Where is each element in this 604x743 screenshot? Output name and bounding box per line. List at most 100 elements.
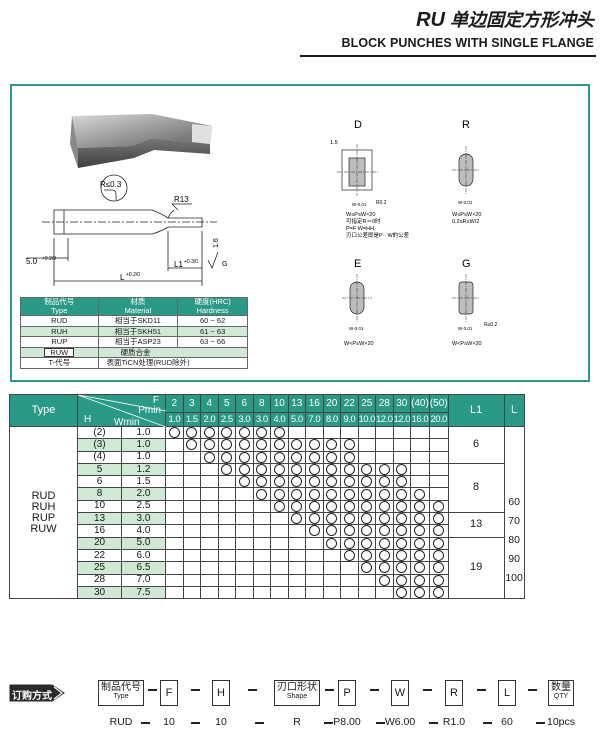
available-cell [200, 438, 219, 452]
available-cell [182, 438, 201, 452]
h-value: 8 [77, 487, 122, 501]
mat-row: RUH 相当于SKH51 61 ~ 63 [20, 325, 248, 337]
order-example-value: 60 [501, 716, 513, 728]
dim-l1: L1 [174, 260, 183, 269]
available-circle-icon [361, 537, 373, 549]
wmin-value: 2.5 [121, 499, 166, 514]
pmin-value-header: 16.0 [410, 412, 430, 427]
available-circle-icon [221, 439, 233, 451]
available-circle-icon [273, 463, 285, 475]
available-cell [287, 462, 306, 477]
order-example-value: P8.00 [333, 716, 361, 728]
dim-flange-tol: +0.2/0 [42, 256, 56, 262]
empty-cell [200, 548, 219, 563]
wmin-value: 1.0 [121, 425, 166, 440]
available-circle-icon [361, 525, 373, 537]
available-cell [392, 475, 411, 489]
l-value: 60 [508, 496, 520, 508]
available-cell [392, 585, 411, 600]
available-cell [252, 462, 271, 477]
available-circle-icon [308, 451, 320, 463]
available-cell [217, 425, 236, 440]
l-value: 80 [508, 534, 520, 546]
available-circle-icon [256, 476, 268, 488]
f-value-header: 30 [392, 393, 411, 414]
available-cell [322, 512, 341, 526]
roughness-mark: 1.6 [213, 238, 220, 248]
available-cell [392, 487, 411, 501]
available-circle-icon [291, 451, 303, 463]
order-tag-label: 订购方式 [12, 691, 52, 702]
available-circle-icon [326, 488, 338, 500]
empty-cell [235, 512, 254, 526]
available-cell [340, 438, 359, 452]
h-value: 10 [77, 499, 122, 514]
empty-cell [165, 438, 184, 452]
pmin-value-header: 1.5 [182, 412, 201, 427]
empty-cell [305, 536, 324, 550]
available-cell [357, 561, 376, 575]
available-cell [287, 475, 306, 489]
wmin-value: 1.0 [121, 450, 166, 464]
wmin-value: 1.2 [121, 462, 166, 477]
available-circle-icon [343, 525, 355, 537]
available-cell [217, 438, 236, 452]
order-example-separator [429, 722, 438, 724]
order-example-separator [536, 722, 545, 724]
available-circle-icon [378, 537, 390, 549]
empty-cell [182, 536, 201, 550]
l1-value: 13 [447, 512, 505, 538]
svg-text:W≤P≤W×20: W≤P≤W×20 [452, 212, 481, 218]
available-circle-icon [378, 562, 390, 574]
empty-cell [340, 425, 359, 440]
order-separator [369, 689, 379, 691]
available-cell [340, 548, 359, 563]
available-cell [375, 573, 394, 587]
empty-cell [252, 548, 271, 563]
order-field-box: L [498, 680, 516, 706]
shape-diagrams: D 1.5 R0.2 W-0.01 W≤P≤W×20 可指定R＝0时 P=F W… [330, 119, 498, 347]
empty-cell [287, 524, 306, 538]
svg-text:W≤P≤W×20: W≤P≤W×20 [346, 212, 375, 218]
available-cell [428, 585, 449, 600]
f-value-header: 22 [340, 393, 359, 414]
available-cell [375, 499, 394, 514]
available-cell [235, 462, 254, 477]
available-cell [252, 438, 271, 452]
available-cell [322, 536, 341, 550]
order-separator [191, 689, 200, 691]
available-cell [322, 487, 341, 501]
detail-circle [100, 174, 128, 202]
available-circle-icon [361, 476, 373, 488]
f-value-header: 16 [305, 393, 324, 414]
empty-cell [410, 462, 430, 477]
available-cell [287, 512, 306, 526]
available-circle-icon [291, 476, 303, 488]
empty-cell [235, 573, 254, 587]
empty-cell [270, 524, 289, 538]
table-row: (3)1.0 [10, 438, 525, 452]
available-cell [340, 450, 359, 464]
empty-cell [287, 561, 306, 575]
available-cell [252, 487, 271, 501]
order-example-value: W6.00 [384, 716, 416, 728]
empty-cell [252, 512, 271, 526]
empty-cell [375, 438, 394, 452]
available-cell [270, 499, 289, 514]
empty-cell [410, 450, 430, 464]
order-field-box: F [160, 680, 178, 706]
available-circle-icon [308, 525, 320, 537]
empty-cell [200, 561, 219, 575]
empty-cell [375, 425, 394, 440]
f-value-header: (50) [428, 393, 449, 414]
available-circle-icon [343, 488, 355, 500]
f-value-header: 4 [200, 393, 219, 414]
available-cell [287, 499, 306, 514]
